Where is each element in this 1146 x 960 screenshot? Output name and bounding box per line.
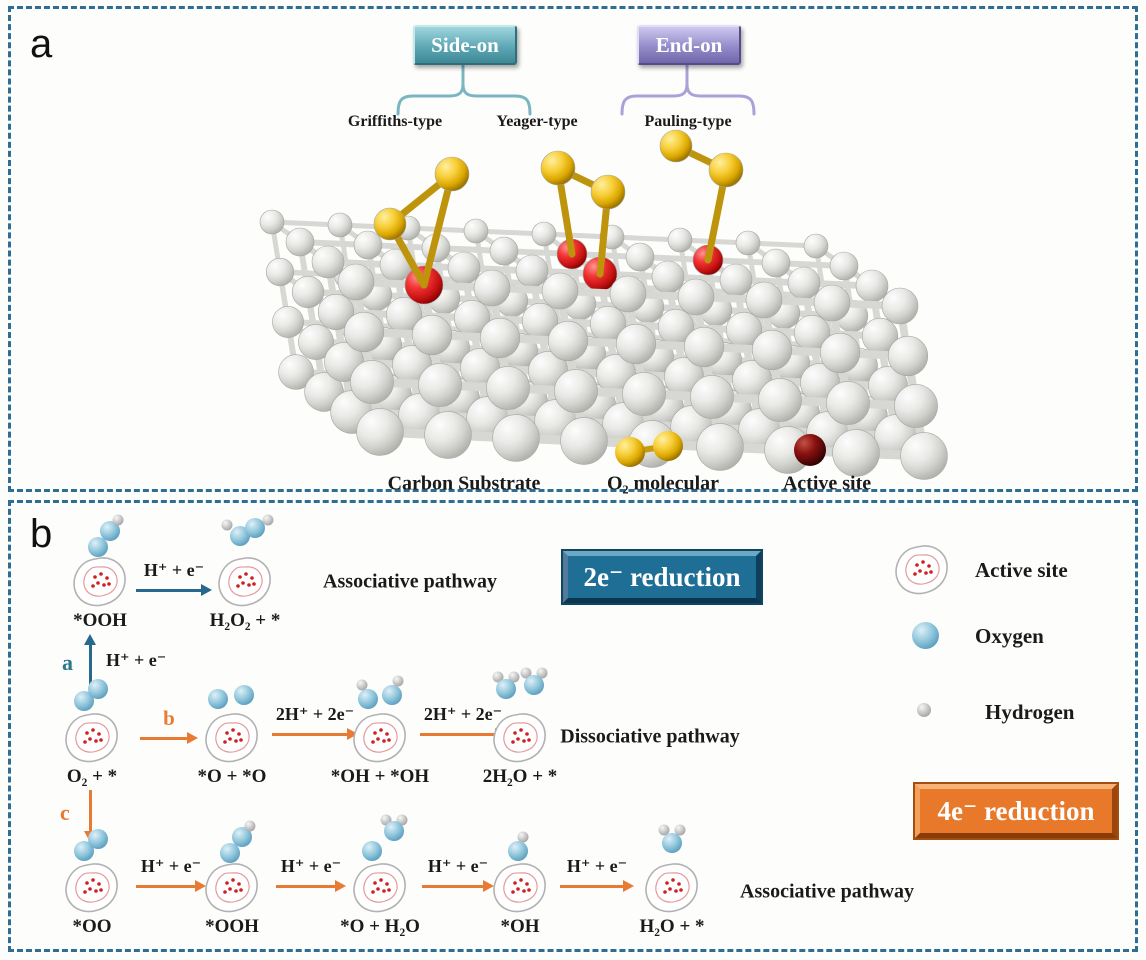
species-h2o2: H₂O₂ + * (197, 513, 293, 631)
active-site-blob-icon (203, 861, 261, 915)
o2-molecule-icon (615, 431, 683, 467)
arrow-step-label: 2H⁺ + 2e⁻ (275, 704, 355, 724)
active-site-blob-icon (216, 555, 274, 609)
species-formula: *O + H₂O (340, 916, 420, 937)
species-formula: *OO (72, 916, 112, 937)
active-site-blob-icon (71, 555, 129, 609)
species-ooh-bottom: *OOH (184, 819, 280, 937)
species-o-plus-h2o: *O + H₂O (332, 814, 428, 937)
associative-pathway-top-label: Associative pathway (323, 570, 497, 593)
associative-pathway-bottom-label: Associative pathway (740, 880, 914, 903)
species-o2-star: O₂ + * (44, 669, 140, 787)
legend-oxygen-label: Oxygen (975, 624, 1044, 648)
arrow-ooh-to-oh2o: H⁺ + e⁻ (276, 856, 346, 892)
molecule (332, 669, 428, 787)
dissociative-pathway-label: Dissociative pathway (560, 725, 740, 748)
species-oo-star: *OO (44, 819, 140, 937)
species-formula: O₂ + * (66, 766, 118, 787)
legend-hydrogen-icon (917, 703, 931, 717)
active-site-blob-icon (351, 861, 409, 915)
species-formula: *OH (500, 916, 540, 937)
arrow-oh2o-to-oh: H⁺ + e⁻ (422, 856, 494, 892)
active-site-blob-icon (63, 861, 121, 915)
molecule (624, 819, 720, 937)
species-formula: *OOH (73, 610, 127, 631)
legend-o2-molecular: O₂ molecular (606, 472, 720, 495)
branch-b-arrow: b (140, 706, 198, 744)
molecule (184, 819, 280, 937)
molecule (44, 819, 140, 937)
arrow-ooh-to-h2o2: H⁺ + e⁻ (136, 560, 212, 596)
species-formula: *OH + *OH (330, 766, 430, 787)
species-ooh-top: *OOH (52, 513, 148, 631)
molecule (472, 819, 568, 937)
yeager-type-label: Yeager-type (496, 113, 578, 130)
branch-a-step-label: H⁺ + e⁻ (106, 650, 167, 670)
active-site-blob-icon (491, 711, 549, 765)
branch-a-label: a (62, 650, 73, 675)
active-site-sphere-icon (794, 434, 826, 466)
end-on-brace (620, 61, 756, 116)
species-2h2o: 2H₂O + * (472, 667, 568, 787)
species-formula: H₂O₂ + * (209, 610, 281, 631)
molecule (184, 669, 280, 787)
arrow-oo-to-ooh: H⁺ + e⁻ (136, 856, 206, 892)
arrow-shaft (136, 584, 212, 596)
species-formula: *OOH (205, 916, 259, 937)
side-on-brace (396, 61, 532, 116)
active-site-blob-icon (351, 711, 409, 765)
griffiths-type-label: Griffiths-type (347, 113, 443, 130)
arrow-step-label: H⁺ + e⁻ (143, 560, 205, 580)
molecule (44, 669, 140, 787)
species-formula: *O + *O (197, 766, 267, 787)
arrow-step-label: H⁺ + e⁻ (566, 856, 628, 876)
arrow-step-label: H⁺ + e⁻ (427, 856, 489, 876)
legend-oxygen-icon (912, 622, 939, 649)
arrow-step-label: H⁺ + e⁻ (140, 856, 202, 876)
arrow-step-label: 2H⁺ + 2e⁻ (423, 704, 503, 724)
species-oh-star: *OH (472, 819, 568, 937)
arrow-shaft (560, 880, 634, 892)
arrow-oo-to-ohoh: 2H⁺ + 2e⁻ (272, 704, 358, 740)
molecule (197, 513, 293, 631)
species-formula: H₂O + * (639, 916, 705, 937)
panel-a-frame (8, 6, 1138, 492)
legend-carbon-substrate: Carbon Substrate (387, 472, 541, 495)
species-formula: 2H₂O + * (482, 766, 558, 787)
arrow-oh-to-h2o: H⁺ + e⁻ (560, 856, 634, 892)
molecule (332, 814, 428, 937)
arrow-shaft (272, 728, 358, 740)
molecule (472, 667, 568, 787)
species-h2o-final: H₂O + * (624, 819, 720, 937)
legend-hydrogen-label: Hydrogen (985, 700, 1075, 724)
legend-active-site-blob-icon (893, 543, 951, 597)
side-on-badge: Side-on (413, 25, 517, 65)
end-on-badge: End-on (637, 25, 741, 65)
arrow-shaft (276, 880, 346, 892)
species-o-plus-o: *O + *O (184, 669, 280, 787)
legend-active-site-label: Active site (975, 558, 1068, 582)
molecule (52, 513, 148, 631)
legend-active-site: Active site (782, 472, 872, 495)
badge-2e-reduction: 2e⁻ reduction (561, 549, 763, 605)
panel-b-label: b (30, 512, 53, 556)
arrow-shaft (136, 880, 206, 892)
species-oh-plus-oh: *OH + *OH (331, 669, 429, 787)
branch-a-arrow (84, 634, 97, 690)
branch-c-label: c (60, 800, 70, 825)
arrow-step-label: H⁺ + e⁻ (280, 856, 342, 876)
active-site-blob-icon (643, 861, 701, 915)
panel-b-frame (8, 500, 1138, 952)
badge-4e-reduction: 4e⁻ reduction (913, 782, 1119, 840)
panel-a-label: a (30, 22, 53, 66)
branch-b-label: b (163, 706, 175, 730)
arrow-shaft (140, 732, 198, 744)
active-site-blob-icon (491, 861, 549, 915)
arrow-shaft (422, 880, 494, 892)
active-site-blob-icon (63, 711, 121, 765)
pauling-type-label: Pauling-type (644, 113, 732, 130)
active-site-blob-icon (203, 711, 261, 765)
